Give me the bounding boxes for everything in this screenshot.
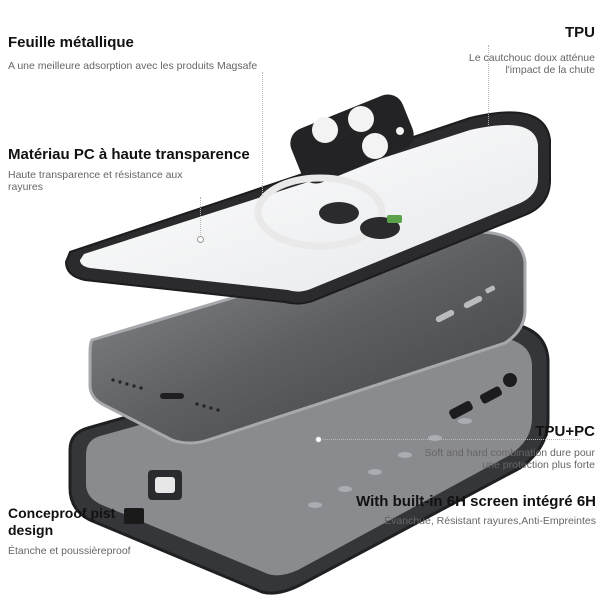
conceproof-desc: Étanche et poussièreproof xyxy=(8,545,131,557)
tpupc-desc: Soft and hard combination dure pour une … xyxy=(424,447,595,471)
materiau-title: Matériau PC à haute transparence xyxy=(8,146,250,163)
leader-dot-materiau xyxy=(197,236,204,243)
screen-desc: Évanchue, Résistant rayures,Anti-Emprein… xyxy=(384,515,596,527)
feuille-desc: A une meilleure adsorption avec les prod… xyxy=(8,60,258,72)
camera-module xyxy=(290,94,414,184)
leader-line-tpu xyxy=(488,45,489,125)
leader-dot-tpupc xyxy=(315,436,322,443)
lanyard-clip-icon xyxy=(124,470,182,524)
magsafe-ring-icon xyxy=(254,174,386,250)
top-case-frame xyxy=(64,94,551,305)
feuille-title: Feuille métallique xyxy=(8,34,134,51)
tpu-title: TPU xyxy=(565,24,595,41)
usb-port-icon xyxy=(160,393,184,399)
speaker-grill-icon xyxy=(111,378,220,412)
screen-title: With built-in 6H screen intégré 6H xyxy=(356,493,596,510)
tpu-desc: Le cautchouc doux atténue l'impact de la… xyxy=(468,52,595,76)
side-button-cluster xyxy=(449,373,517,419)
conceproof-title: Conceproof pist design xyxy=(8,505,116,538)
materiau-desc: Haute transparence et résistance aux ray… xyxy=(8,169,183,193)
leader-line-materiau xyxy=(200,197,201,239)
conceproof-label: Conceproof pist design Étanche et poussi… xyxy=(8,505,138,557)
tpupc-title: TPU+PC xyxy=(535,423,595,440)
leader-line-tpupc xyxy=(318,439,580,440)
camera-lens-icon xyxy=(319,202,402,239)
phone-body xyxy=(88,230,527,445)
screen-label: With built-in 6H screen intégré 6H Évanc… xyxy=(340,493,596,527)
bottom-case-frame xyxy=(68,320,550,595)
feuille-label: Feuille métallique A une meilleure adsor… xyxy=(8,34,298,72)
tpu-label: TPU Le cautchouc doux atténue l'impact d… xyxy=(445,24,595,76)
tpupc-label: TPU+PC Soft and hard combination dure po… xyxy=(420,423,595,471)
materiau-label: Matériau PC à haute transparence Haute t… xyxy=(8,146,258,193)
volume-button-icon xyxy=(435,285,496,323)
leader-line-feuille xyxy=(262,72,263,196)
